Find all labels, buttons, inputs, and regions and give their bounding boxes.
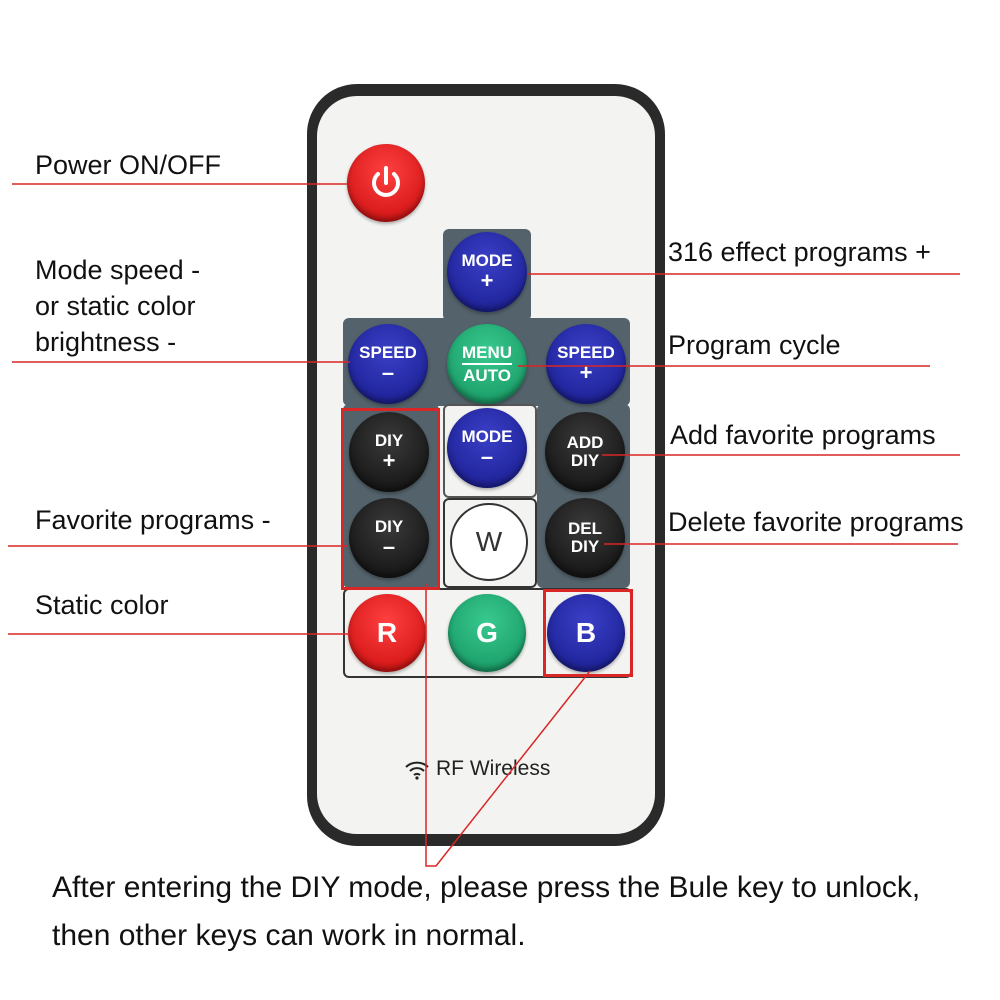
del-diy-line2: DIY — [570, 537, 600, 556]
label-mode-speed-minus: Mode speed - or static color brightness … — [35, 255, 201, 357]
label-effect-plus: 316 effect programs + — [668, 237, 931, 267]
rf-wireless-mark: RF Wireless — [404, 757, 550, 781]
speed-plus-button[interactable]: SPEED + — [546, 324, 626, 404]
mode-minus-sign: – — [480, 444, 494, 470]
white-key-label: W — [475, 526, 503, 558]
diy-plus-sign: + — [382, 448, 396, 474]
label-favorite-minus: Favorite programs - — [35, 505, 271, 535]
wifi-icon — [405, 761, 429, 780]
power-button[interactable] — [347, 144, 425, 222]
add-diy-line1: ADD — [566, 433, 604, 453]
del-diy-line1: DEL — [568, 519, 602, 539]
label-static-color: Static color — [35, 590, 169, 620]
label-add-favorite: Add favorite programs — [670, 420, 936, 450]
red-key-label: R — [376, 617, 398, 649]
mode-minus-frame — [443, 404, 537, 498]
menu-auto-button[interactable]: MENU AUTO — [447, 324, 527, 404]
speed-plus-sign: + — [579, 360, 593, 386]
green-key-label: G — [476, 617, 498, 649]
mode-minus-button[interactable]: MODE – — [447, 408, 527, 488]
auto-label: AUTO — [463, 365, 511, 385]
diy-plus-label: DIY — [374, 430, 404, 450]
diy-keys-highlight — [341, 408, 440, 590]
speed-plus-label: SPEED — [557, 342, 615, 362]
power-icon — [372, 166, 400, 197]
label-delete-favorite: Delete favorite programs — [668, 507, 964, 537]
diy-minus-sign: – — [382, 534, 396, 560]
menu-label: MENU — [461, 343, 513, 365]
mode-plus-label: MODE — [461, 250, 513, 270]
rf-wireless-text: RF Wireless — [436, 757, 551, 780]
del-diy-button[interactable]: DEL DIY — [545, 498, 625, 578]
green-button[interactable]: G — [448, 594, 526, 672]
blue-key-highlight — [543, 589, 633, 677]
diy-minus-label: DIY — [374, 516, 404, 536]
label-program-cycle: Program cycle — [668, 330, 841, 360]
diy-plus-button[interactable]: DIY + — [349, 412, 429, 492]
caption: After entering the DIY mode, please pres… — [52, 871, 921, 952]
label-power: Power ON/OFF — [35, 150, 222, 180]
mode-plus-sign: + — [480, 268, 494, 294]
mode-plus-button[interactable]: MODE + — [447, 232, 527, 312]
add-diy-line2: DIY — [570, 451, 600, 470]
diy-minus-button[interactable]: DIY – — [349, 498, 429, 578]
speed-minus-sign: – — [381, 360, 395, 386]
mode-minus-label: MODE — [461, 426, 513, 446]
white-button[interactable]: W — [450, 503, 528, 581]
speed-minus-button[interactable]: SPEED – — [348, 324, 428, 404]
add-diy-button[interactable]: ADD DIY — [545, 412, 625, 492]
speed-minus-label: SPEED — [359, 342, 417, 362]
red-button[interactable]: R — [348, 594, 426, 672]
